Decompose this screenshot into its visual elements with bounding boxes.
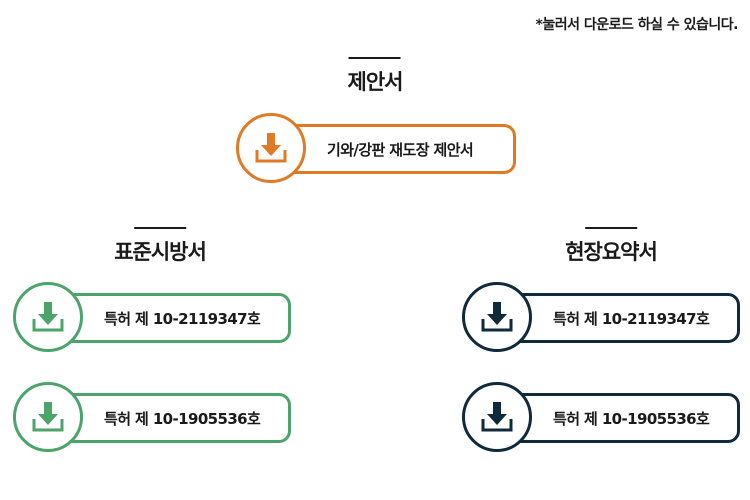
- download-label: 특허 제 10-1905536호: [553, 409, 710, 428]
- section-title-site-text: 현장요약서: [565, 240, 658, 264]
- section-title-proposal-text: 제안서: [347, 70, 404, 94]
- title-underline: [133, 227, 186, 229]
- section-title-proposal: 제안서: [347, 57, 404, 96]
- title-underline: [349, 57, 401, 59]
- download-button-standard-2[interactable]: 특허 제 10-1905536호: [13, 382, 293, 452]
- download-icon[interactable]: [13, 282, 83, 352]
- download-button-site-2[interactable]: 특허 제 10-1905536호: [462, 382, 742, 452]
- download-label: 기와/강판 재도장 제안서: [327, 140, 474, 159]
- download-button-standard-1[interactable]: 특허 제 10-2119347호: [13, 282, 293, 352]
- section-title-standard-text: 표준시방서: [114, 240, 207, 264]
- download-label: 특허 제 10-2119347호: [553, 309, 710, 328]
- download-icon[interactable]: [462, 382, 532, 452]
- section-title-site: 현장요약서: [565, 227, 658, 266]
- download-label: 특허 제 10-2119347호: [104, 309, 261, 328]
- download-label: 특허 제 10-1905536호: [104, 409, 261, 428]
- download-icon[interactable]: [236, 113, 306, 183]
- download-icon[interactable]: [462, 282, 532, 352]
- download-button-proposal[interactable]: 기와/강판 재도장 제안서: [236, 113, 516, 183]
- download-label-box[interactable]: 기와/강판 재도장 제안서: [260, 124, 516, 174]
- section-title-standard: 표준시방서: [114, 227, 207, 266]
- title-underline: [584, 227, 637, 229]
- download-button-site-1[interactable]: 특허 제 10-2119347호: [462, 282, 742, 352]
- download-note: *눌러서 다운로드 하실 수 있습니다.: [535, 17, 739, 33]
- download-icon[interactable]: [13, 382, 83, 452]
